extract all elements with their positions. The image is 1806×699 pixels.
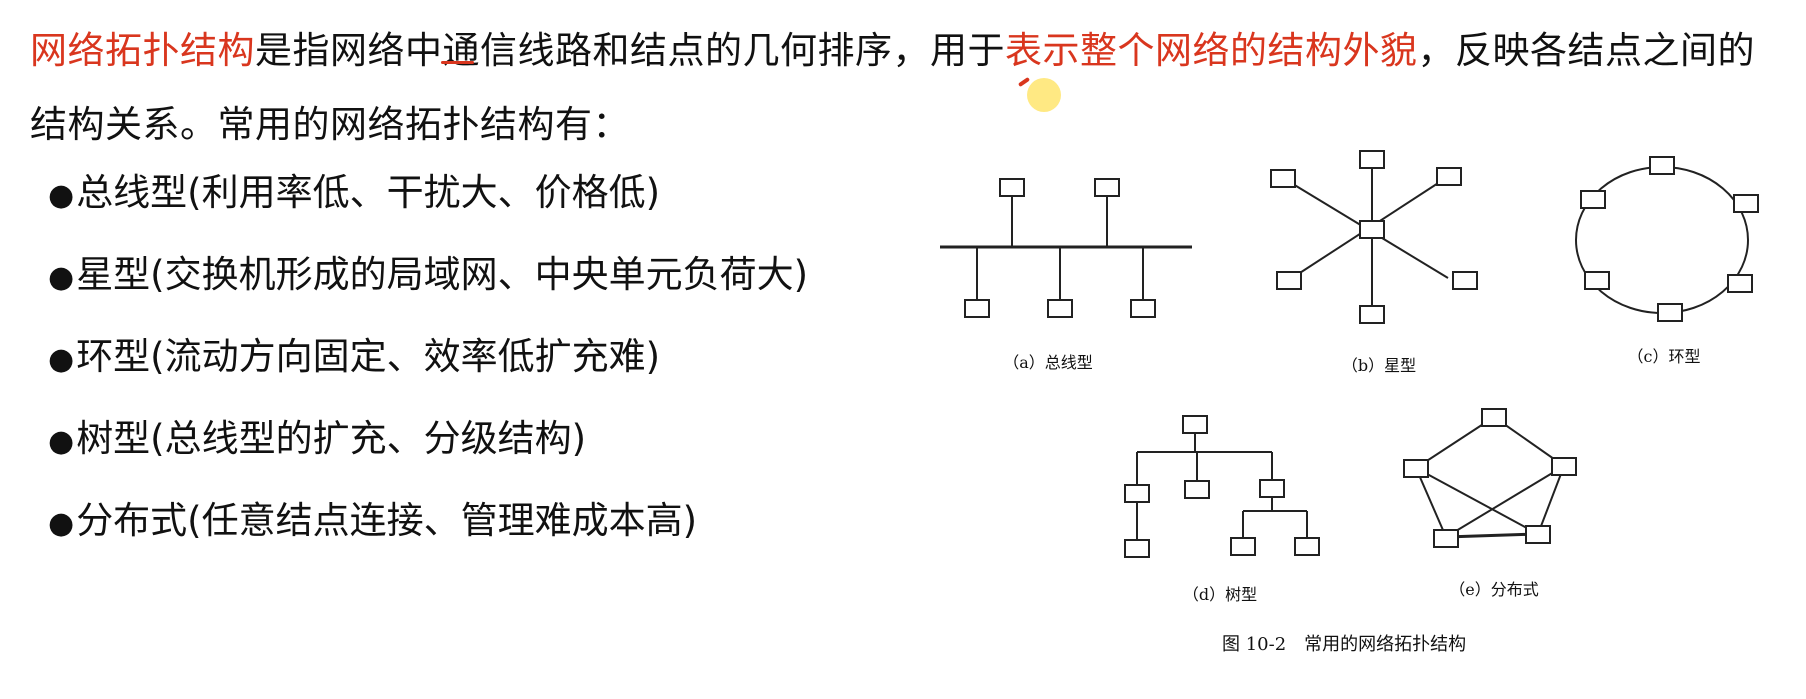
term-network-topology: 网络拓扑结构 (30, 29, 255, 72)
bullet-icon: ● (48, 178, 75, 213)
intro-text-3: ，反映各结点之间的结构关系。常用的网络拓扑结构有： (30, 29, 1755, 146)
caption-tree: （d）树型 (1183, 585, 1257, 604)
list-item-distributed: ●分布式(任意结点连接、管理难成本高) (48, 496, 808, 578)
bullet-icon: ● (48, 506, 75, 541)
list-item-ring: ●环型(流动方向固定、效率低扩充难) (48, 332, 808, 414)
list-item-text: 树型(总线型的扩充、分级结构) (76, 417, 587, 460)
intro-text-1: 是指网络中 (255, 29, 443, 72)
list-item-text: 星型(交换机形成的局域网、中央单元负荷大) (76, 253, 809, 296)
diagram-bus: （a）总线型 (940, 178, 1192, 372)
diagram-star: （b）星型 (1270, 150, 1478, 375)
intro-paragraph: 网络拓扑结构是指网络中通信线路和结点的几何排序，用于表示整个网络的结构外貌，反映… (30, 14, 1770, 162)
caption-ring: （c）环型 (1628, 347, 1701, 366)
pointer-highlight (1027, 78, 1061, 112)
diagram-tree: （d）树型 (1124, 415, 1320, 604)
bullet-icon: ● (48, 260, 75, 295)
list-item-text: 环型(流动方向固定、效率低扩充难) (76, 335, 661, 378)
caption-star: （b）星型 (1342, 356, 1416, 375)
caption-distributed: （e）分布式 (1449, 580, 1538, 599)
diagram-distributed: （e）分布式 (1403, 408, 1577, 599)
list-item-text: 总线型(利用率低、干扰大、价格低) (76, 171, 661, 214)
topology-list: ●总线型(利用率低、干扰大、价格低) ●星型(交换机形成的局域网、中央单元负荷大… (48, 168, 808, 578)
figure-title: 图 10-2 常用的网络拓扑结构 (1222, 634, 1466, 655)
bullet-icon: ● (48, 424, 75, 459)
underlined-char: 通 (442, 29, 480, 72)
list-item-tree: ●树型(总线型的扩充、分级结构) (48, 414, 808, 496)
list-item-star: ●星型(交换机形成的局域网、中央单元负荷大) (48, 250, 808, 332)
term-structure-appearance: 表示整个网络的结构外貌 (1005, 29, 1418, 72)
caption-bus: （a）总线型 (1003, 353, 1093, 372)
list-item-text: 分布式(任意结点连接、管理难成本高) (76, 499, 698, 542)
list-item-bus: ●总线型(利用率低、干扰大、价格低) (48, 168, 808, 250)
diagram-ring: （c）环型 (1575, 156, 1759, 366)
bullet-icon: ● (48, 342, 75, 377)
intro-text-2: 信线路和结点的几何排序，用于 (480, 29, 1005, 72)
